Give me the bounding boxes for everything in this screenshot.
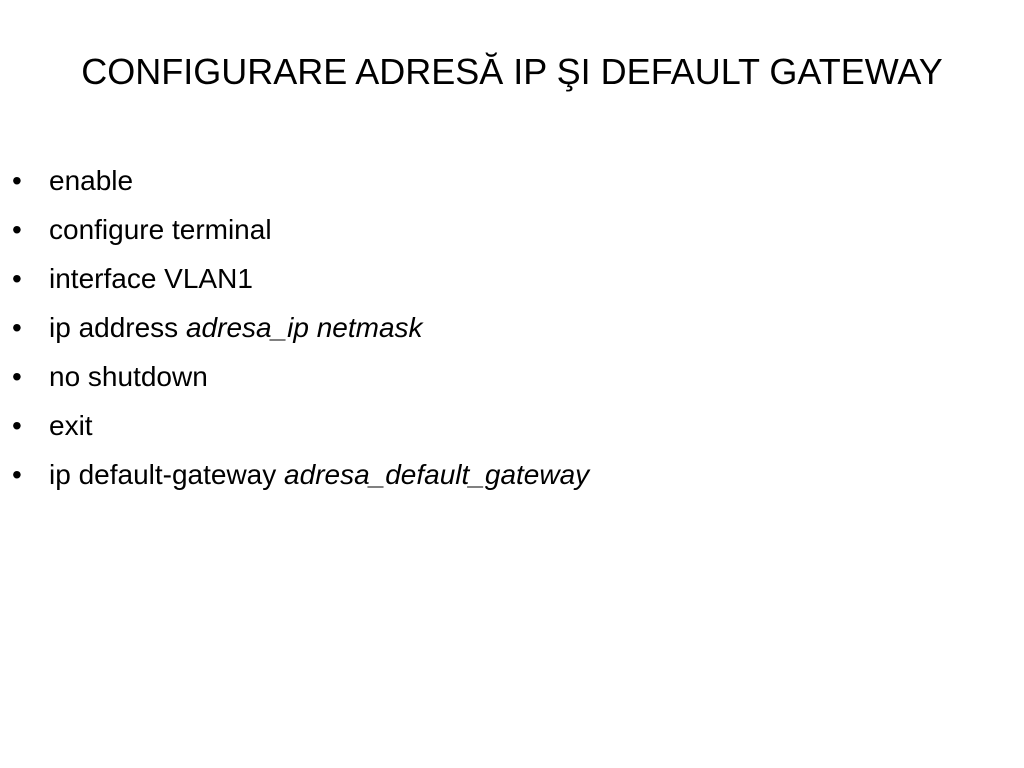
list-item: • enable [12,160,992,209]
command-name: exit [49,410,93,441]
command-text: configure terminal [49,209,272,251]
command-name: ip address [49,312,179,343]
list-item: • exit [12,405,992,454]
command-text: ip default-gateway adresa_default_gatewa… [49,454,589,496]
command-text: interface VLAN1 [49,258,253,300]
command-name: enable [49,165,134,196]
list-item: • ip default-gateway adresa_default_gate… [12,454,992,503]
command-name: no shutdown [49,361,208,392]
command-text: enable [49,160,133,202]
command-text: exit [49,405,93,447]
command-list: • enable • configure terminal • interfac… [12,160,992,503]
bullet-icon: • [12,214,22,245]
command-name: interface VLAN1 [49,263,253,294]
list-item: • no shutdown [12,356,992,405]
bullet-icon: • [12,410,22,441]
bullet-icon: • [12,263,22,294]
slide-title: CONFIGURARE ADRESĂ IP ŞI DEFAULT GATEWAY [81,51,943,92]
command-text: no shutdown [49,356,208,398]
bullet-icon: • [12,165,22,196]
command-argument: adresa_default_gateway [284,459,590,490]
list-item: • interface VLAN1 [12,258,992,307]
bullet-icon: • [12,361,22,392]
bullet-icon: • [12,459,22,490]
command-text: ip address adresa_ip netmask [49,307,423,349]
list-item: • ip address adresa_ip netmask [12,307,992,356]
command-argument: adresa_ip netmask [185,312,423,343]
bullet-icon: • [12,312,22,343]
command-name: configure terminal [49,214,272,245]
list-item: • configure terminal [12,209,992,258]
command-name: ip default-gateway [49,459,277,490]
